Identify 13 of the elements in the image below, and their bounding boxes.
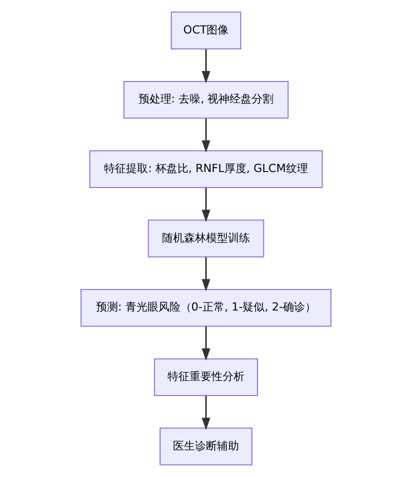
- node-box: 随机森林模型训练: [148, 220, 264, 258]
- arrow: [202, 188, 210, 222]
- arrow: [202, 257, 210, 292]
- node-box: 预测: 青光眼风险（0-正常, 1-疑似, 2-确诊）: [80, 288, 332, 327]
- node-box: 预处理: 去噪, 视神经盘分割: [123, 80, 289, 119]
- node-box: 特征重要性分析: [154, 358, 258, 396]
- node-box: 医生诊断辅助: [160, 428, 252, 466]
- arrow: [202, 118, 210, 153]
- arrow: [202, 49, 210, 84]
- node-box: OCT图像: [170, 12, 242, 50]
- arrow: [202, 396, 210, 430]
- node-box: 特征提取: 杯盘比, RNFL厚度, GLCM纹理: [89, 150, 323, 188]
- arrow: [202, 326, 210, 361]
